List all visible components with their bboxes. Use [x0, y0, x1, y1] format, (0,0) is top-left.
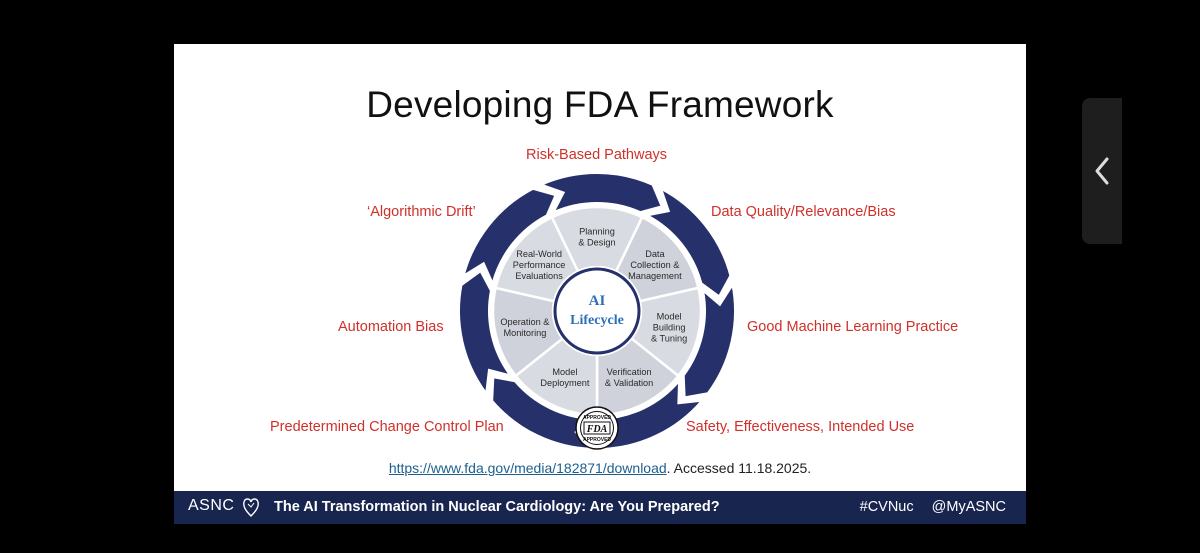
- lifecycle-arrow-ring: [458, 172, 736, 451]
- ring-arrow-segment: [458, 269, 513, 396]
- lifecycle-stage-label-line: Evaluations: [515, 271, 563, 281]
- consideration-lower-right: Safety, Effectiveness, Intended Use: [686, 419, 915, 435]
- lifecycle-stage-label-line: & Validation: [605, 378, 653, 388]
- lifecycle-stage-label-line: Management: [628, 271, 682, 281]
- consideration-middle-right: Good Machine Learning Practice: [747, 319, 959, 335]
- lifecycle-center-circle: [553, 267, 641, 355]
- heart-icon: [243, 498, 259, 517]
- banner-hashtag: #CVNuc: [859, 499, 914, 515]
- conference-banner: ASNC The AI Transformation in Nuclear Ca…: [174, 491, 1026, 524]
- lifecycle-stage-label-line: Verification: [607, 367, 652, 377]
- lifecycle-stage-label-line: & Design: [578, 238, 615, 248]
- side-panel-toggle[interactable]: [1082, 98, 1122, 244]
- lifecycle-stage-label-line: Data: [645, 249, 665, 259]
- seal-bottom-text: APPROVED: [583, 437, 611, 443]
- lifecycle-stage-label-line: Collection &: [630, 260, 679, 270]
- consideration-upper-right: Data Quality/Relevance/Bias: [711, 204, 896, 220]
- consideration-top: Risk-Based Pathways: [526, 147, 668, 163]
- lifecycle-stage-label: Planning& Design: [578, 227, 615, 248]
- lifecycle-stage-label: Verification& Validation: [605, 367, 653, 388]
- lifecycle-center-line2: Lifecycle: [570, 313, 624, 328]
- lifecycle-stage-label-line: & Tuning: [651, 334, 687, 344]
- lifecycle-stage-label: Operation &Monitoring: [500, 317, 549, 338]
- lifecycle-stage-label-line: Model: [657, 312, 682, 322]
- ring-arrow-segment: [682, 282, 736, 399]
- presentation-slide: Developing FDA Framework Risk-Based Path…: [174, 44, 1026, 524]
- lifecycle-stage-label-line: Performance: [513, 260, 566, 270]
- consideration-upper-left: ‘Algorithmic Drift’: [367, 204, 476, 220]
- lifecycle-stage-label-line: Building: [653, 323, 686, 333]
- citation-link[interactable]: https://www.fda.gov/media/182871/downloa…: [388, 460, 667, 476]
- banner-title: The AI Transformation in Nuclear Cardiol…: [274, 499, 720, 515]
- banner-tags: #CVNuc @MyASNC: [846, 499, 1006, 515]
- citation-suffix: . Accessed 11.18.2025.: [666, 460, 812, 476]
- lifecycle-center-line1: AI: [589, 293, 606, 309]
- fda-approved-seal-icon: APPROVED FDA APPROVED: [575, 406, 619, 450]
- lifecycle-stage-wedges: [491, 205, 703, 417]
- ring-arrow-segment: [462, 187, 557, 287]
- slide-title: Developing FDA Framework: [366, 84, 834, 125]
- ring-arrow-segment: [491, 376, 597, 451]
- banner-handle: @MyASNC: [931, 499, 1006, 515]
- lifecycle-stage-label-line: Monitoring: [503, 328, 546, 338]
- consideration-lower-left: Predetermined Change Control Plan: [270, 419, 504, 435]
- consideration-middle-left: Automation Bias: [338, 319, 444, 335]
- lifecycle-stage-label-line: Planning: [579, 227, 615, 237]
- ring-arrow-segment: [644, 186, 732, 298]
- citation: https://www.fda.gov/media/182871/downloa…: [174, 460, 1026, 476]
- ring-arrow-segment: [538, 172, 664, 215]
- lifecycle-stage-wedge: [494, 215, 580, 303]
- chevron-left-icon[interactable]: [1092, 156, 1112, 186]
- seal-top-text: APPROVED: [583, 415, 611, 421]
- lifecycle-stage-label-line: Operation &: [500, 317, 549, 327]
- lifecycle-stage-label-line: Model: [552, 367, 577, 377]
- seal-center-text: FDA: [586, 424, 608, 435]
- lifecycle-stage-label-line: Real-World: [516, 249, 562, 259]
- lifecycle-stage-label-line: Deployment: [540, 378, 589, 388]
- asnc-logo: ASNC: [188, 497, 235, 514]
